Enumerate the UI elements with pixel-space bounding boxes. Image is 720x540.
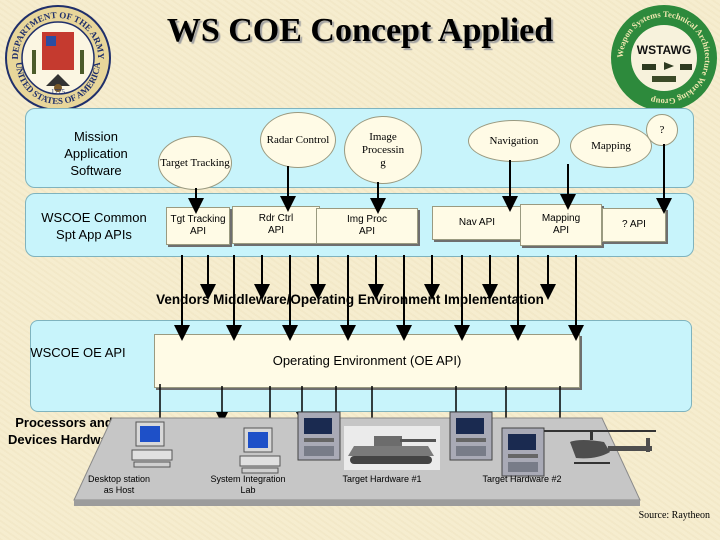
oe-label: WSCOE OE API: [30, 345, 126, 360]
unknown-app-label: ?: [659, 123, 665, 136]
desktop-computer-icon: [128, 420, 178, 470]
mapping-api-label: Mapping API: [541, 213, 581, 236]
unknown-app[interactable]: ?: [646, 114, 678, 146]
desktop-caption: Desktop station as Host: [87, 474, 151, 495]
img-proc-api-label: Img Proc API: [346, 214, 387, 237]
tank-icon: [344, 426, 440, 470]
img-proc-api[interactable]: Img Proc API: [316, 208, 418, 244]
page-title: WS COE Concept Applied: [166, 12, 554, 49]
workstation-icon-3: [500, 426, 546, 478]
navigation-label: Navigation: [489, 134, 539, 147]
oe-api-box[interactable]: Operating Environment (OE API): [154, 334, 580, 388]
mapping-api[interactable]: Mapping API: [520, 204, 602, 246]
svg-text:DEPARTMENT OF THE ARMY: DEPARTMENT OF THE ARMY: [10, 10, 106, 60]
mapping-app[interactable]: Mapping: [570, 124, 652, 168]
logo-wordmark: WSTAWG: [637, 43, 691, 57]
workstation-icon: [296, 410, 342, 462]
helicopter-icon: [540, 420, 660, 476]
nav-api[interactable]: Nav API: [432, 206, 522, 240]
radar-control-app[interactable]: Radar Control: [260, 112, 336, 168]
unknown-api[interactable]: ? API: [602, 208, 666, 242]
source-note: Source: Raytheon: [638, 510, 710, 521]
target2-caption: Target Hardware #2: [482, 474, 562, 484]
army-seal: DEPARTMENT OF THE ARMY UNITED STATES OF …: [2, 2, 114, 114]
image-processing-app[interactable]: Image Processin g: [344, 116, 422, 184]
navigation-app[interactable]: Navigation: [468, 120, 560, 162]
processors-label: Processors and Devices Hardware: [7, 415, 120, 447]
tgt-tracking-api[interactable]: Tgt Tracking API: [166, 207, 230, 245]
workstation-icon-2: [448, 410, 494, 462]
unknown-api-label: ? API: [622, 219, 646, 230]
sil-caption: System Integration Lab: [210, 474, 286, 495]
seal-top-text: DEPARTMENT OF THE ARMY: [10, 10, 106, 60]
image-processing-label: Image Processin g: [361, 130, 405, 169]
nav-api-label: Nav API: [458, 217, 496, 228]
svg-text:UNITED STATES OF AMERICA: UNITED STATES OF AMERICA: [14, 61, 102, 106]
seal-year: 1775: [51, 88, 66, 96]
vendors-label: Vendors Middleware/Operating Environment…: [156, 292, 544, 307]
mapping-label: Mapping: [591, 139, 631, 152]
rdr-ctrl-api[interactable]: Rdr Ctrl API: [232, 206, 320, 244]
seal-bottom-text: UNITED STATES OF AMERICA: [14, 61, 102, 106]
radar-control-label: Radar Control: [266, 133, 330, 146]
rdr-ctrl-api-label: Rdr Ctrl API: [258, 213, 294, 236]
oe-api-label: Operating Environment (OE API): [272, 353, 462, 368]
tgt-tracking-api-label: Tgt Tracking API: [170, 214, 226, 237]
target1-caption: Target Hardware #1: [342, 474, 422, 484]
target-tracking-app[interactable]: Target Tracking: [158, 136, 232, 190]
mission-label: Mission Application Software: [64, 129, 128, 178]
target-tracking-label: Target Tracking: [160, 156, 230, 169]
api-label: WSCOE Common Spt App APIs: [41, 210, 147, 242]
lab-computer-icon: [236, 426, 286, 476]
wstawg-logo: Weapon Systems Technical Architecture Wo…: [608, 2, 720, 114]
